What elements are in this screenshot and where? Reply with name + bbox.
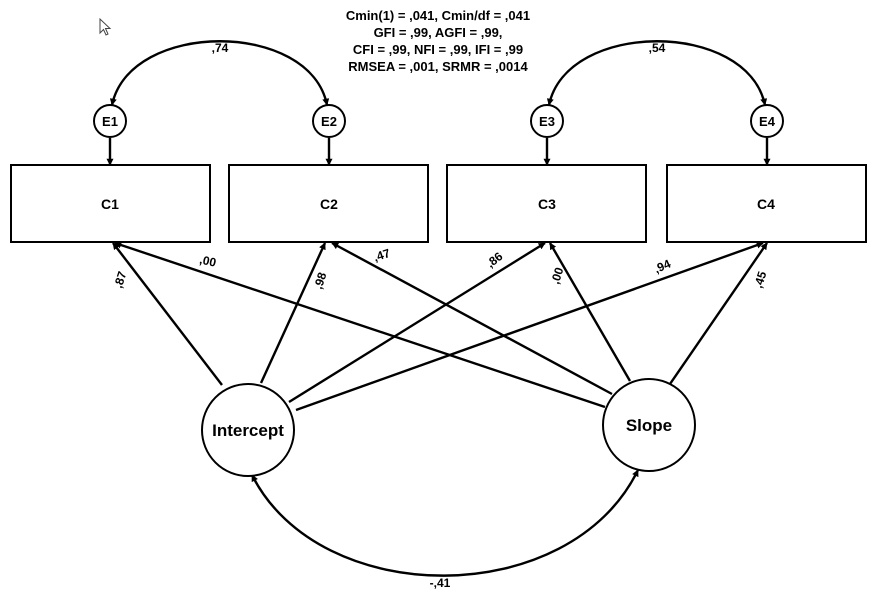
coef-slope-c3: ,00: [548, 265, 567, 286]
indicator-box-c4: [666, 164, 867, 243]
coef-intercept-c1: ,87: [111, 269, 130, 290]
indicator-label-c3: C3: [538, 196, 556, 212]
cov-arc-intercept-slope: [250, 469, 640, 577]
error-circle-e4: [750, 104, 784, 138]
indicator-box-c2: [228, 164, 429, 243]
coef-intercept-c2: ,98: [311, 270, 330, 291]
cov-arc-e1-e2: [109, 40, 330, 106]
error-label-e1: E1: [102, 114, 118, 129]
indicator-label-c4: C4: [757, 196, 775, 212]
coef-intercept-c4: ,94: [652, 256, 673, 276]
fit-stat-line-4: RMSEA = ,001, SRMR = ,0014: [348, 59, 528, 74]
path-intercept-c2: [259, 242, 327, 384]
path-intercept-c3: [288, 241, 546, 404]
latent-circle-intercept: [201, 383, 295, 477]
cov-arc-e3-e4: [546, 40, 768, 106]
coef-cov-e1-e2: ,74: [212, 41, 229, 55]
fit-stat-line-3: CFI = ,99, NFI = ,99, IFI = ,99: [352, 42, 524, 57]
coef-slope-c4: ,45: [751, 269, 770, 290]
coef-slope-c2: ,47: [372, 246, 393, 265]
path-slope-c3: [548, 242, 632, 382]
error-label-e3: E3: [539, 114, 555, 129]
error-circle-e1: [93, 104, 127, 138]
error-label-e2: E2: [321, 114, 337, 129]
error-circle-e2: [312, 104, 346, 138]
coef-cov-intercept-slope: -,41: [430, 576, 451, 590]
mouse-pointer-icon: [99, 17, 112, 36]
path-slope-c4: [669, 242, 768, 385]
latent-label-intercept: Intercept: [212, 421, 284, 440]
path-slope-c1: [114, 241, 606, 409]
fit-stat-line-1: Cmin(1) = ,041, Cmin/df = ,041: [345, 8, 531, 23]
error-label-e4: E4: [759, 114, 776, 129]
latent-label-slope: Slope: [626, 416, 672, 435]
error-circle-e3: [530, 104, 564, 138]
latent-circle-slope: [602, 378, 696, 472]
indicator-box-c3: [446, 164, 647, 243]
indicator-label-c2: C2: [320, 196, 338, 212]
coef-intercept-c3: ,86: [484, 249, 506, 271]
indicator-label-c1: C1: [101, 196, 119, 212]
path-slope-c2: [331, 241, 613, 396]
indicator-box-c1: [10, 164, 211, 243]
path-intercept-c1: [112, 242, 223, 386]
path-intercept-c4: [295, 241, 764, 412]
coef-slope-c1: ,00: [198, 253, 218, 270]
coef-cov-e3-e4: ,54: [649, 41, 666, 55]
fit-stat-line-2: GFI = ,99, AGFI = ,99,: [373, 25, 503, 40]
